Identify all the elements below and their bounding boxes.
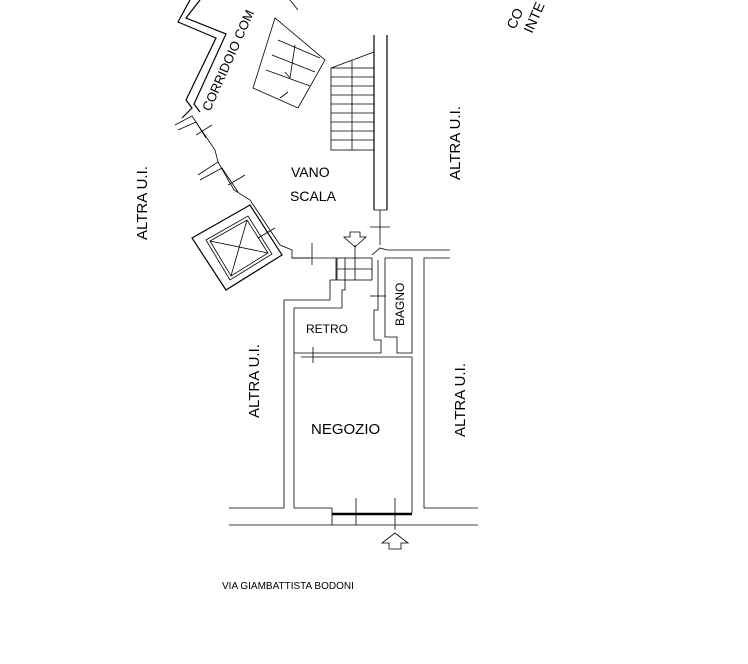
top-right-label-2: INTE: [520, 0, 548, 35]
main-stair: [330, 35, 390, 245]
altra-ui-left-lower: ALTRA U.I.: [246, 344, 263, 418]
shop-walls: [229, 243, 478, 530]
stair-entrance-arrow-icon: [342, 231, 368, 248]
altra-ui-left-upper: ALTRA U.I.: [134, 166, 151, 240]
retro-label: RETRO: [306, 322, 348, 336]
upper-left-stair: [252, 0, 326, 109]
vano-label: VANO: [291, 164, 330, 180]
corridor-label: CORRIDOIO COM: [199, 7, 257, 113]
entrance-arrow-icon: [380, 532, 410, 550]
corridor-walls: [174, 0, 310, 259]
altra-ui-right-lower: ALTRA U.I.: [452, 363, 469, 437]
bagno-label: BAGNO: [393, 283, 407, 326]
elevator-shaft: [191, 204, 283, 291]
top-right-label-1: CO: [503, 5, 526, 31]
street-label: VIA GIAMBATTISTA BODONI: [222, 581, 354, 592]
scala-label: SCALA: [290, 188, 337, 204]
altra-ui-right-upper: ALTRA U.I.: [447, 106, 464, 180]
negozio-label: NEGOZIO: [311, 421, 380, 438]
